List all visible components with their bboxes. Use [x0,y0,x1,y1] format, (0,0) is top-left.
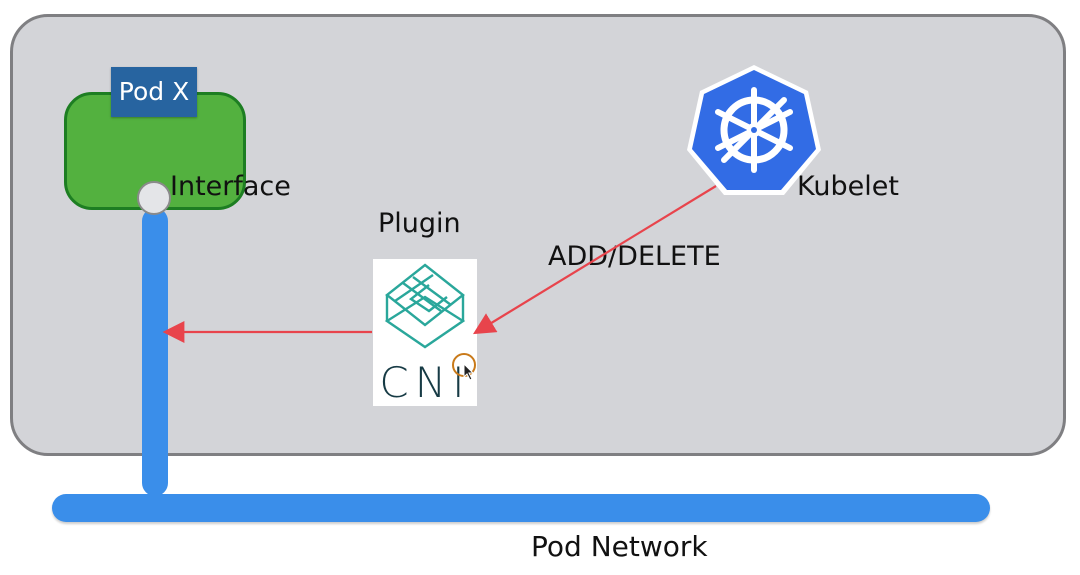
pod-x-label: Pod X [111,67,197,117]
plugin-label: Plugin [378,208,461,239]
arrow-kubelet-to-plugin [472,185,717,335]
pod-network-bar [52,494,990,522]
mouse-pointer-icon [463,363,475,381]
cni-cube-icon [384,263,466,349]
kubelet-label: Kubelet [797,171,899,202]
add-delete-label: ADD/DELETE [548,241,721,272]
kubernetes-logo-icon [687,65,821,195]
interface-port [137,181,171,215]
cni-logo: CNI [373,259,477,406]
pod-network-label: Pod Network [531,530,708,563]
pod-interface-link [142,208,168,496]
interface-label: Interface [170,171,291,202]
cni-logo-text: CNI [379,358,471,407]
